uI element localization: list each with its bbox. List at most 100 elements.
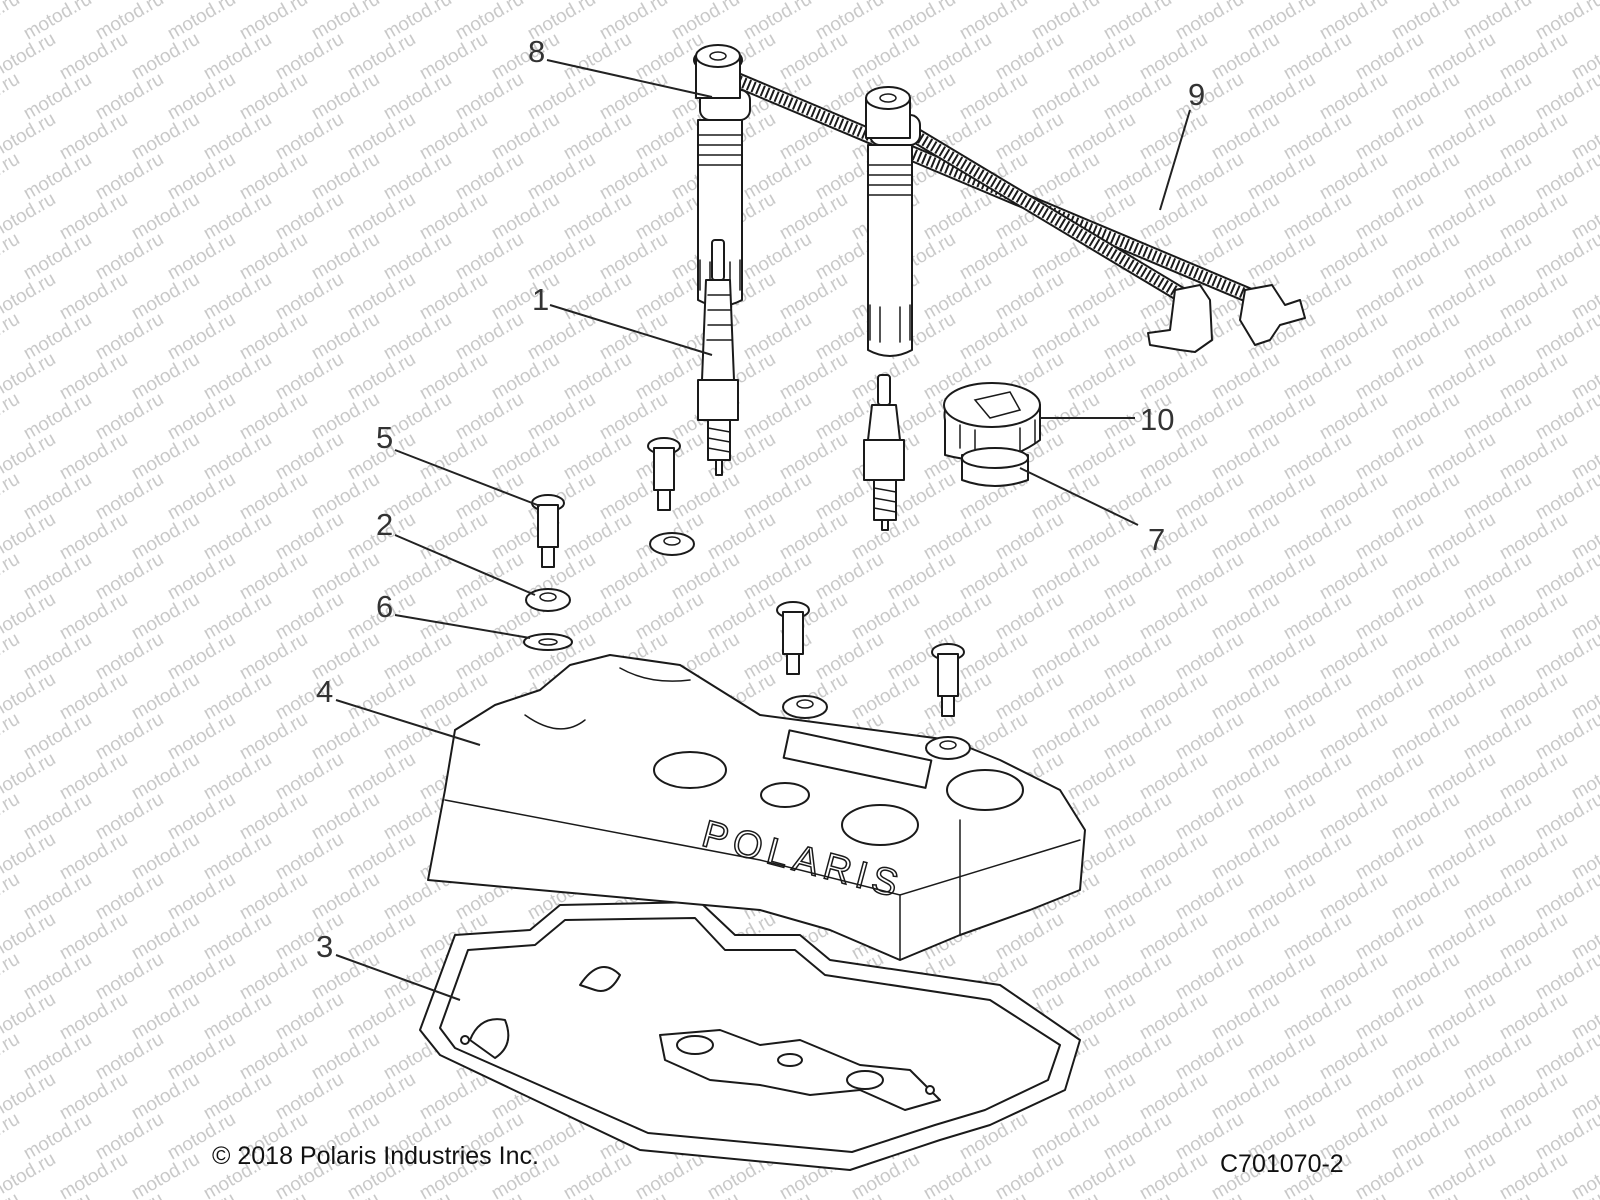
watermark-text: motod.ru [344, 909, 419, 965]
watermark-text: motod.ru [740, 149, 815, 205]
watermark-text: motod.ru [0, 389, 23, 445]
watermark-text: motod.ru [1208, 669, 1283, 725]
watermark-text: motod.ru [884, 0, 959, 44]
watermark-text: motod.ru [1136, 989, 1211, 1045]
watermark-text: motod.ru [1532, 69, 1600, 125]
watermark-text: motod.ru [1460, 229, 1535, 285]
watermark-text: motod.ru [1064, 349, 1139, 405]
watermark-text: motod.ru [1172, 549, 1247, 605]
callout-4: 4 [316, 674, 333, 709]
watermark-text: motod.ru [848, 589, 923, 645]
watermark-text: motod.ru [92, 1029, 167, 1085]
watermark-text: motod.ru [200, 669, 275, 725]
watermark-text: motod.ru [452, 629, 527, 685]
watermark-text: motod.ru [344, 269, 419, 325]
watermark-text: motod.ru [56, 749, 131, 805]
watermark-text: motod.ru [848, 29, 923, 85]
watermark-text: motod.ru [1208, 589, 1283, 645]
watermark-text: motod.ru [1136, 189, 1211, 245]
watermark-text: motod.ru [1208, 989, 1283, 1045]
watermark-text: motod.ru [1532, 149, 1600, 205]
watermark-text: motod.ru [1280, 1069, 1355, 1125]
watermark-text: motod.ru [164, 309, 239, 365]
watermark-text: motod.ru [992, 109, 1067, 165]
watermark-text: motod.ru [1280, 989, 1355, 1045]
watermark-text: motod.ru [56, 909, 131, 965]
watermark-text: motod.ru [1352, 349, 1427, 405]
watermark-text: motod.ru [920, 509, 995, 565]
watermark-text: motod.ru [236, 949, 311, 1005]
watermark-text: motod.ru [1064, 509, 1139, 565]
watermark-text: motod.ru [1460, 949, 1535, 1005]
watermark-text: motod.ru [272, 429, 347, 485]
watermark-text: motod.ru [344, 749, 419, 805]
callout-2: 2 [376, 507, 393, 542]
watermark-text: motod.ru [488, 109, 563, 165]
watermark-text: motod.ru [164, 869, 239, 925]
callout-7: 7 [1148, 522, 1165, 557]
watermark-text: motod.ru [1244, 149, 1319, 205]
watermark-text: motod.ru [1352, 109, 1427, 165]
watermark-text: motod.ru [1100, 789, 1175, 845]
watermark-text: motod.ru [1460, 709, 1535, 765]
watermark-text: motod.ru [1244, 869, 1319, 925]
watermark-text: motod.ru [1532, 789, 1600, 845]
watermark-text: motod.ru [1028, 709, 1103, 765]
spark-plug-rear [863, 374, 905, 531]
watermark-text: motod.ru [1496, 669, 1571, 725]
watermark-text: motod.ru [128, 269, 203, 325]
watermark-text: motod.ru [1316, 869, 1391, 925]
watermark-text: motod.ru [1100, 469, 1175, 525]
watermark-text: motod.ru [92, 1109, 167, 1165]
valve-cover: POLARIS [427, 654, 1086, 961]
watermark-text: motod.ru [308, 309, 383, 365]
watermark-text: motod.ru [308, 469, 383, 525]
watermark-text: motod.ru [452, 229, 527, 285]
watermark-text: motod.ru [1100, 709, 1175, 765]
watermark-text: motod.ru [272, 109, 347, 165]
watermark-text: motod.ru [1388, 629, 1463, 685]
watermark-text: motod.ru [164, 949, 239, 1005]
watermark-text: motod.ru [488, 269, 563, 325]
watermark-text: motod.ru [416, 269, 491, 325]
watermark-text: motod.ru [128, 589, 203, 645]
watermark-text: motod.ru [1100, 0, 1175, 44]
watermark-text: motod.ru [1064, 1149, 1139, 1200]
watermark-text: motod.ru [128, 429, 203, 485]
watermark-text: motod.ru [236, 69, 311, 125]
watermark-text: motod.ru [776, 189, 851, 245]
watermark-text: motod.ru [164, 1029, 239, 1085]
watermark-text: motod.ru [0, 0, 23, 44]
cover-bolt-1 [531, 494, 565, 568]
watermark-text: motod.ru [1280, 909, 1355, 965]
watermark-text: motod.ru [1208, 29, 1283, 85]
watermark-text: motod.ru [956, 629, 1031, 685]
watermark-text: motod.ru [1136, 1069, 1211, 1125]
watermark-text: motod.ru [1208, 829, 1283, 885]
watermark-text: motod.ru [0, 1109, 23, 1165]
watermark-text: motod.ru [92, 389, 167, 445]
watermark-text: motod.ru [1172, 389, 1247, 445]
grommet-1 [525, 588, 571, 612]
watermark-text: motod.ru [0, 709, 23, 765]
watermark-text: motod.ru [1244, 1029, 1319, 1085]
watermark-text: motod.ru [524, 69, 599, 125]
watermark-text: motod.ru [1388, 69, 1463, 125]
watermark-text: motod.ru [1100, 629, 1175, 685]
watermark-text: motod.ru [776, 509, 851, 565]
watermark-text: motod.ru [1172, 0, 1247, 44]
watermark-text: motod.ru [200, 269, 275, 325]
watermark-text: motod.ru [1064, 429, 1139, 485]
grommet-3 [782, 695, 828, 719]
watermark-text: motod.ru [1388, 309, 1463, 365]
watermark-text: motod.ru [1208, 429, 1283, 485]
watermark-text: motod.ru [920, 1149, 995, 1200]
watermark-text: motod.ru [1388, 0, 1463, 44]
watermark-text: motod.ru [128, 909, 203, 965]
watermark-text: motod.ru [0, 949, 23, 1005]
watermark-text: motod.ru [1100, 69, 1175, 125]
watermark-text: motod.ru [380, 0, 455, 44]
watermark-text: motod.ru [524, 229, 599, 285]
watermark-text: motod.ru [1460, 869, 1535, 925]
watermark-text: motod.ru [1244, 229, 1319, 285]
